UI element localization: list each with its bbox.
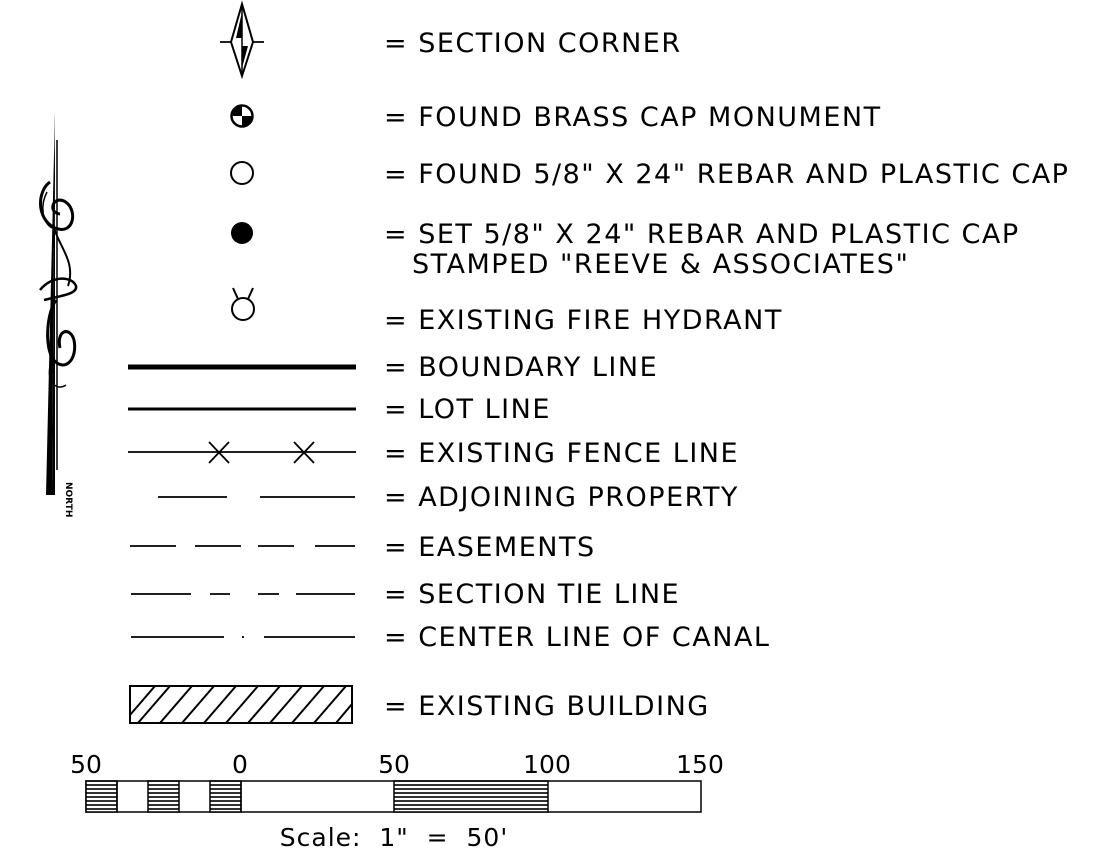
north-arrow: NORTH: [39, 112, 78, 517]
label-fence-line: = EXISTING FENCE LINE: [384, 438, 739, 469]
label-easements: = EASEMENTS: [384, 532, 596, 563]
label-fire-hydrant: = EXISTING FIRE HYDRANT: [384, 305, 783, 336]
scale-tick-label: 0: [232, 750, 248, 779]
label-set-rebar-line2: STAMPED "REEVE & ASSOCIATES": [412, 249, 909, 280]
label-section-tie-line: = SECTION TIE LINE: [384, 579, 680, 610]
north-label: NORTH: [63, 482, 73, 517]
legend-labels: = SECTION CORNER = FOUND BRASS CAP MONUM…: [384, 28, 1069, 722]
existing-building-symbol: [129, 685, 353, 724]
label-lot-line: = LOT LINE: [384, 394, 551, 425]
scale-caption: Scale: 1" = 50': [280, 823, 508, 852]
scale-tick-label: 50: [378, 750, 410, 779]
open-circle-icon: [230, 161, 254, 185]
label-adjoining-property: = ADJOINING PROPERTY: [384, 482, 739, 513]
label-set-rebar: = SET 5/8" X 24" REBAR AND PLASTIC CAP: [384, 219, 1020, 250]
scale-tick-label: 100: [523, 750, 571, 779]
scale-tick-label: 50: [70, 750, 102, 779]
fence-line-symbol: [128, 441, 356, 464]
fire-hydrant-icon: [231, 287, 255, 321]
label-found-rebar: = FOUND 5/8" X 24" REBAR AND PLASTIC CAP: [384, 159, 1069, 190]
label-section-corner: = SECTION CORNER: [384, 28, 682, 59]
section-corner-icon: [220, 0, 264, 80]
label-center-line-canal: = CENTER LINE OF CANAL: [384, 622, 770, 653]
scale-tick-label: 150: [676, 750, 724, 779]
label-brass-cap: = FOUND BRASS CAP MONUMENT: [384, 102, 882, 133]
label-existing-building: = EXISTING BUILDING: [384, 691, 710, 722]
north-arrow-icon: [39, 112, 78, 495]
brass-cap-monument-icon: [230, 104, 254, 128]
scale-bar: 50 0 50 100 150 Scale: 1" = 50': [70, 750, 724, 852]
filled-circle-icon: [231, 222, 253, 244]
label-boundary-line: = BOUNDARY LINE: [384, 352, 658, 383]
